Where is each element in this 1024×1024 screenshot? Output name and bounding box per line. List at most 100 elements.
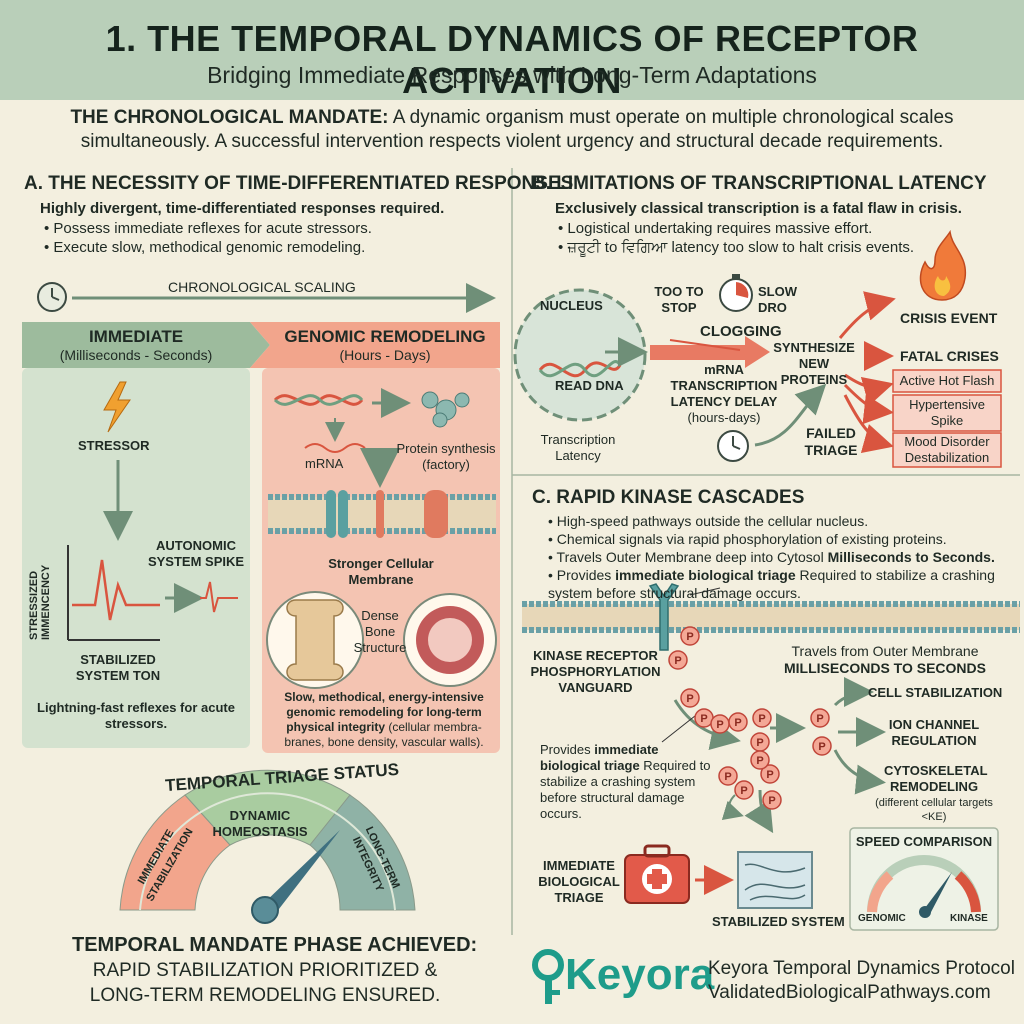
membrane-label: Stronger Cellular Membrane: [328, 556, 434, 587]
phospho-marker: [728, 712, 748, 732]
target-ion-channel: ION CHANNEL REGULATION: [888, 717, 980, 748]
section-c-bullet-2: Chemical signals via rapid phosphorylati…: [548, 530, 947, 548]
slow-dro-label: SLOW DRO: [758, 284, 797, 315]
section-a-subtitle: Highly divergent, time-differentiated re…: [40, 200, 445, 217]
crisis-item-mood: Mood Disorder Destabilization: [904, 434, 990, 465]
crisis-item-hot-flash: Active Hot Flash: [899, 373, 995, 388]
phospho-marker: [680, 688, 700, 708]
phospho-marker-label: P: [740, 785, 747, 797]
mandate-lead: THE CHRONOLOGICAL MANDATE:: [70, 107, 389, 128]
receptor-label: KINASE RECEPTOR PHOSPHORYLATION VANGUARD: [530, 648, 661, 695]
phospho-marker: [680, 626, 700, 646]
triage-note-bold: immediate biological triage: [540, 742, 659, 773]
section-c-bullet-4-post: Required to stabilize a crashing system …: [548, 567, 995, 601]
phospho-marker-label: P: [756, 755, 763, 767]
targets-note: (different cellular targets <KE): [875, 797, 993, 823]
page-title: 1. THE TEMPORAL DYNAMICS OF RECEPTOR ACT…: [105, 18, 919, 101]
travels-label: Travels from Outer Membrane: [791, 643, 979, 659]
lipid-bilayer: [268, 490, 496, 538]
clogging-label: CLOGGING: [700, 323, 782, 340]
phospho-marker: [810, 708, 830, 728]
phospho-marker-label: P: [686, 693, 693, 705]
phospho-marker: [718, 766, 738, 786]
footer-url: ValidatedBiologicalPathways.com: [708, 982, 991, 1003]
triage-gauge: [119, 769, 416, 924]
gauge-result-line1: RAPID STABILIZATION PRIORITIZED &: [92, 960, 438, 981]
speed-gauge: [867, 855, 981, 918]
phospho-marker: [812, 736, 832, 756]
section-b-subtitle: Exclusively classical transcription is a…: [555, 200, 962, 217]
ms-to-s-label: MILLISECONDS TO SECONDS: [784, 660, 986, 676]
vessel-icon: [403, 593, 497, 687]
crisis-event-label: CRISIS EVENT: [900, 310, 998, 326]
triage-note: Provides immediate biological triage Req…: [540, 742, 720, 822]
phospho-marker-label: P: [724, 771, 731, 783]
synthesize-label: SYNTHESIZE NEW PROTEINS: [773, 340, 855, 387]
mrna-label: mRNA: [305, 456, 344, 471]
phospho-marker-label: P: [816, 713, 823, 725]
section-a-bullet-2: Execute slow, methodical genomic remodel…: [44, 239, 365, 257]
header-band: [0, 0, 1024, 100]
gauge-result-line2: LONG-TERM REMODELING ENSURED.: [89, 985, 441, 1006]
gauge-result-title: TEMPORAL MANDATE PHASE ACHIEVED:: [72, 934, 478, 956]
protein-blob-icon: [421, 391, 470, 428]
phospho-marker: [762, 790, 782, 810]
phospho-marker: [734, 780, 754, 800]
genomic-title: GENOMIC REMODELING: [284, 327, 486, 346]
section-c-bullet-3: Travels Outer Membrane deep into Cytosol…: [548, 548, 995, 566]
chronological-mandate: THE CHRONOLOGICAL MANDATE: A dynamic org…: [40, 106, 984, 154]
section-c-bullet-1: High-speed pathways outside the cellular…: [548, 512, 868, 530]
fire-icon: [919, 229, 967, 301]
transcription-latency-label: Transcription Latency: [540, 432, 616, 463]
page-subtitle: Bridging Immediate Responses with Long-T…: [207, 62, 817, 88]
section-c-bullet-3-text: Travels Outer Membrane deep into Cytosol: [556, 549, 828, 565]
section-b-bullet-1: Logistical undertaking requires massive …: [558, 220, 872, 238]
stressor-label: STRESSOR: [78, 438, 150, 453]
key-logo-icon: [532, 949, 564, 1004]
section-c-title: C. RAPID KINASE CASCADES: [532, 487, 805, 508]
speed-genomic-label: GENOMIC: [858, 913, 906, 924]
failed-triage-label: FAILED TRIAGE: [804, 425, 858, 458]
phospho-marker: [668, 650, 688, 670]
immediate-title: IMMEDIATE: [88, 327, 184, 346]
cytoskeleton-icon: [737, 851, 813, 909]
triage-note-pre: Provides: [540, 742, 595, 757]
chronological-scaling-label: CHRONOLOGICAL SCALING: [168, 279, 356, 295]
section-c-bullet-4-pre: Provides: [556, 567, 616, 583]
first-aid-kit-icon: [624, 844, 690, 904]
section-c-bullet-3-bold: Milliseconds to Seconds.: [827, 549, 995, 565]
bone-icon: [266, 591, 364, 689]
bone-label: Dense Bone Structure: [353, 608, 407, 655]
phospho-marker-label: P: [768, 795, 775, 807]
crisis-item-hypertensive: Hypertensive Spike: [909, 397, 985, 428]
nucleus-label: NUCLEUS: [540, 298, 603, 313]
section-c-bullet-4: Provides immediate biological triage Req…: [548, 566, 1008, 602]
phospho-marker: [760, 764, 780, 784]
fatal-crises-label: FATAL CRISES: [900, 348, 999, 364]
clock-icon: [37, 282, 67, 312]
speed-comparison-title: SPEED COMPARISON: [855, 834, 993, 849]
genomic-caption-bold: Slow, methodical, energy-intensive genom…: [284, 690, 484, 734]
phospho-marker-label: P: [716, 719, 723, 731]
section-a-bullet-1: Possess immediate reflexes for acute str…: [44, 220, 371, 238]
hours-days-label: (hours-days): [687, 410, 761, 425]
triage-label: IMMEDIATE BIOLOGICAL TRIAGE: [538, 858, 620, 905]
section-c-bullet-4-bold: immediate biological triage: [615, 567, 796, 583]
section-b-title: B. LIMITATIONS OF TRANSCRIPTIONAL LATENC…: [532, 173, 987, 194]
mandate-text: A dynamic organism must operate on multi…: [80, 107, 954, 152]
phospho-marker-label: P: [766, 769, 773, 781]
read-dna-label: READ DNA: [555, 378, 624, 393]
baseline-label: STABILIZED SYSTEM TON: [75, 652, 161, 683]
immediate-caption: Lightning-fast reflexes for acute stress…: [37, 700, 235, 731]
phospho-marker-label: P: [818, 741, 825, 753]
footer-protocol: Keyora Temporal Dynamics Protocol: [708, 958, 1015, 979]
gauge-middle-label: DYNAMIC HOMEOSTASIS: [212, 808, 308, 839]
stopwatch-icon: [719, 274, 753, 312]
too-to-stop-label: TOO TO STOP: [654, 284, 704, 315]
genomic-caption-rest: (cellular membra-branes, bone density, v…: [284, 720, 484, 749]
phospho-marker: [752, 708, 772, 728]
target-cell-stabilization: CELL STABILIZATION: [868, 685, 1003, 700]
section-b-bullet-2: ਜ਼ਰੂਟੀ to ਵਿਗਿਆ latency too slow to halt…: [558, 239, 914, 257]
target-cytoskeletal: CYTOSKELETAL REMODELING: [884, 763, 988, 794]
